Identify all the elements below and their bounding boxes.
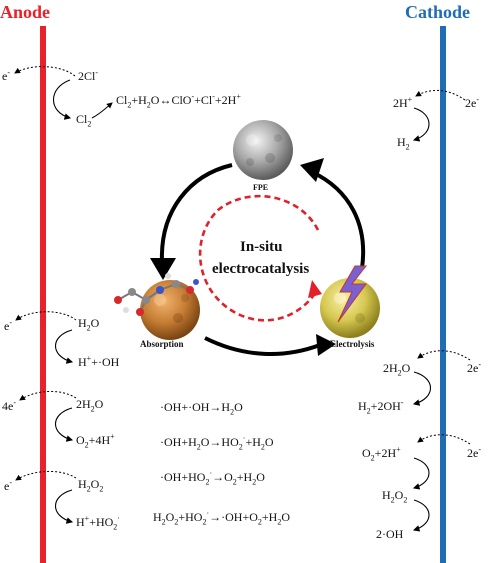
anode-bar	[40, 26, 46, 563]
anode-r4-dotted-arrow	[15, 470, 77, 481]
anode-r4-solid-arrow	[55, 489, 74, 524]
cathode-c3-product: 2·OH	[376, 527, 404, 541]
cycle-arc-top-left	[159, 163, 233, 263]
cathode-c3-solid-arrow-1	[412, 457, 430, 490]
cathode-c1-solid-arrow	[412, 107, 430, 142]
electrolysis-label: Electrolysis	[330, 339, 375, 349]
cycle-arrowhead-right	[300, 158, 324, 182]
cathode-c1-dotted-arrow	[415, 90, 466, 101]
anode-r2-electron: e-	[4, 318, 12, 333]
anode-r1-solid-arrow	[53, 79, 72, 120]
inner-dashed-cycle	[198, 194, 320, 322]
anode-r3-solid-arrow	[55, 407, 74, 442]
anode-r3-dotted-arrow	[19, 391, 77, 401]
anode-r1b-equation: Cl2+H2O↔ClO-+Cl-+2H+	[116, 92, 241, 110]
cathode-c2-product: H2+2OH-	[358, 398, 404, 416]
anode-r2-dotted-arrow	[15, 311, 77, 321]
anode-r2-solid-arrow	[55, 329, 74, 364]
cathode-c3-source: O2+2H+	[362, 445, 401, 463]
cathode-title: Cathode	[405, 2, 471, 22]
anode-r1-product: Cl2	[76, 112, 92, 129]
anode-r1-electron: e-	[2, 68, 10, 83]
cathode-c1-product: H2	[397, 135, 410, 152]
cathode-bar	[440, 26, 446, 563]
mid-reaction-2: ·OH+H2O→HO2·+H2O	[160, 434, 274, 452]
cathode-c3-intermediate: H2O2	[382, 488, 408, 505]
fpe-particle	[233, 120, 293, 180]
center-title-line2: electrocatalysis	[212, 261, 310, 277]
cycle-arrowhead-bottom	[316, 334, 336, 356]
anode-r2-product: H++·OH	[78, 354, 120, 369]
cathode-c3-electron: 2e-	[467, 445, 481, 460]
anode-r1-source: 2Cl-	[78, 68, 99, 83]
absorption-particle	[140, 280, 200, 340]
anode-r4-source: H2O2	[78, 477, 104, 494]
anode-title: Anode	[0, 2, 51, 22]
cathode-c2-source: 2H2O	[383, 361, 411, 378]
mid-reaction-1: ·OH+·OH→H2O	[160, 400, 243, 417]
cycle-arrowhead-left	[150, 258, 176, 280]
cathode-c2-dotted-arrow	[417, 350, 471, 361]
mid-reaction-4: H2O2+HO2·→·OH+O2+H2O	[153, 509, 290, 527]
lightning-icon	[337, 265, 368, 323]
anode-r1b-arrow	[91, 102, 113, 119]
molecule-icon	[114, 273, 199, 316]
cathode-c2-electron: 2e-	[467, 360, 481, 375]
cycle-arc-bottom	[204, 336, 321, 356]
cathode-c3-dotted-arrow	[417, 434, 471, 445]
cathode-c2-solid-arrow	[412, 371, 431, 406]
fpe-label: FPE	[253, 183, 269, 192]
inner-dashed-arrowhead	[308, 280, 322, 298]
cathode-c3-solid-arrow-2	[412, 499, 430, 532]
anode-r3-source: 2H2O	[76, 397, 104, 414]
anode-r3-electron: 4e-	[2, 398, 16, 413]
anode-r1-dotted-arrow	[14, 66, 76, 77]
absorption-label: Absorption	[140, 339, 184, 349]
cycle-arc-right	[311, 170, 366, 269]
anode-r2-source: H2O	[78, 316, 100, 333]
cathode-c1-electron: 2e-	[465, 95, 479, 110]
electrolysis-particle	[320, 278, 380, 338]
center-title-line1: In-situ	[240, 239, 283, 255]
cathode-c1-source: 2H+	[393, 95, 413, 110]
anode-r4-electron: e-	[4, 478, 12, 493]
anode-r3-product: O2+4H+	[76, 432, 115, 450]
mid-reaction-3: ·OH+HO2·→O2+H2O	[160, 469, 265, 487]
anode-r4-product: H++HO2·	[76, 514, 120, 532]
